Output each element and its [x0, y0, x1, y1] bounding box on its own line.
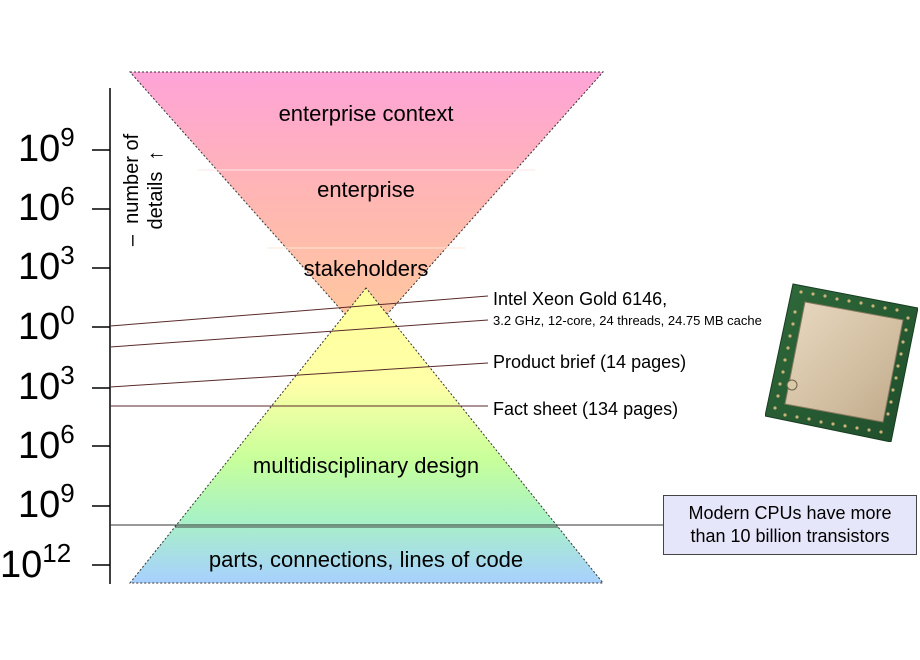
band-stakeholders: stakeholders: [303, 256, 429, 281]
transistor-callout: Modern CPUs have more than 10 billion tr…: [663, 495, 917, 555]
band-enterprise-context: enterprise context: [278, 101, 454, 126]
callout-line-2: than 10 billion transistors: [690, 526, 890, 546]
annotation-fact-sheet: Fact sheet (134 pages): [493, 399, 679, 419]
annotation-product-brief: Product brief (14 pages): [493, 352, 687, 372]
leader-product-brief: [109, 362, 489, 388]
arrow-up-icon: ↑: [145, 150, 167, 161]
leader-cpu-name: [109, 295, 489, 327]
axis-label: 109: [18, 122, 75, 170]
arrow-down-mark: –: [121, 235, 143, 247]
annotation-cpu-name: Intel Xeon Gold 6146,: [493, 289, 668, 309]
axis-label: 1012: [0, 538, 72, 586]
axis-label: 100: [18, 300, 75, 348]
leader-cpu-specs: [109, 319, 489, 348]
axis-label: 103: [18, 360, 75, 408]
axis-label: 109: [18, 478, 75, 526]
axis-label: 106: [18, 181, 75, 229]
axis-label: 103: [18, 240, 75, 288]
band-multidisciplinary-design: multidisciplinary design: [252, 453, 480, 478]
leader-lines: [109, 295, 489, 407]
top-funnel: [128, 71, 605, 339]
y-axis-ticks: [92, 149, 110, 566]
annotation-cpu-specs: 3.2 GHz, 12-core, 24 threads, 24.75 MB c…: [493, 313, 762, 328]
band-parts: parts, connections, lines of code: [208, 547, 524, 572]
bottom-pyramid: [128, 287, 605, 584]
cpu-chip-icon: [765, 283, 918, 442]
callout-line-1: Modern CPUs have more: [688, 503, 892, 523]
axis-title: – number of details ↑: [121, 133, 167, 247]
band-enterprise: enterprise: [317, 177, 415, 202]
axis-label: 106: [18, 419, 75, 467]
